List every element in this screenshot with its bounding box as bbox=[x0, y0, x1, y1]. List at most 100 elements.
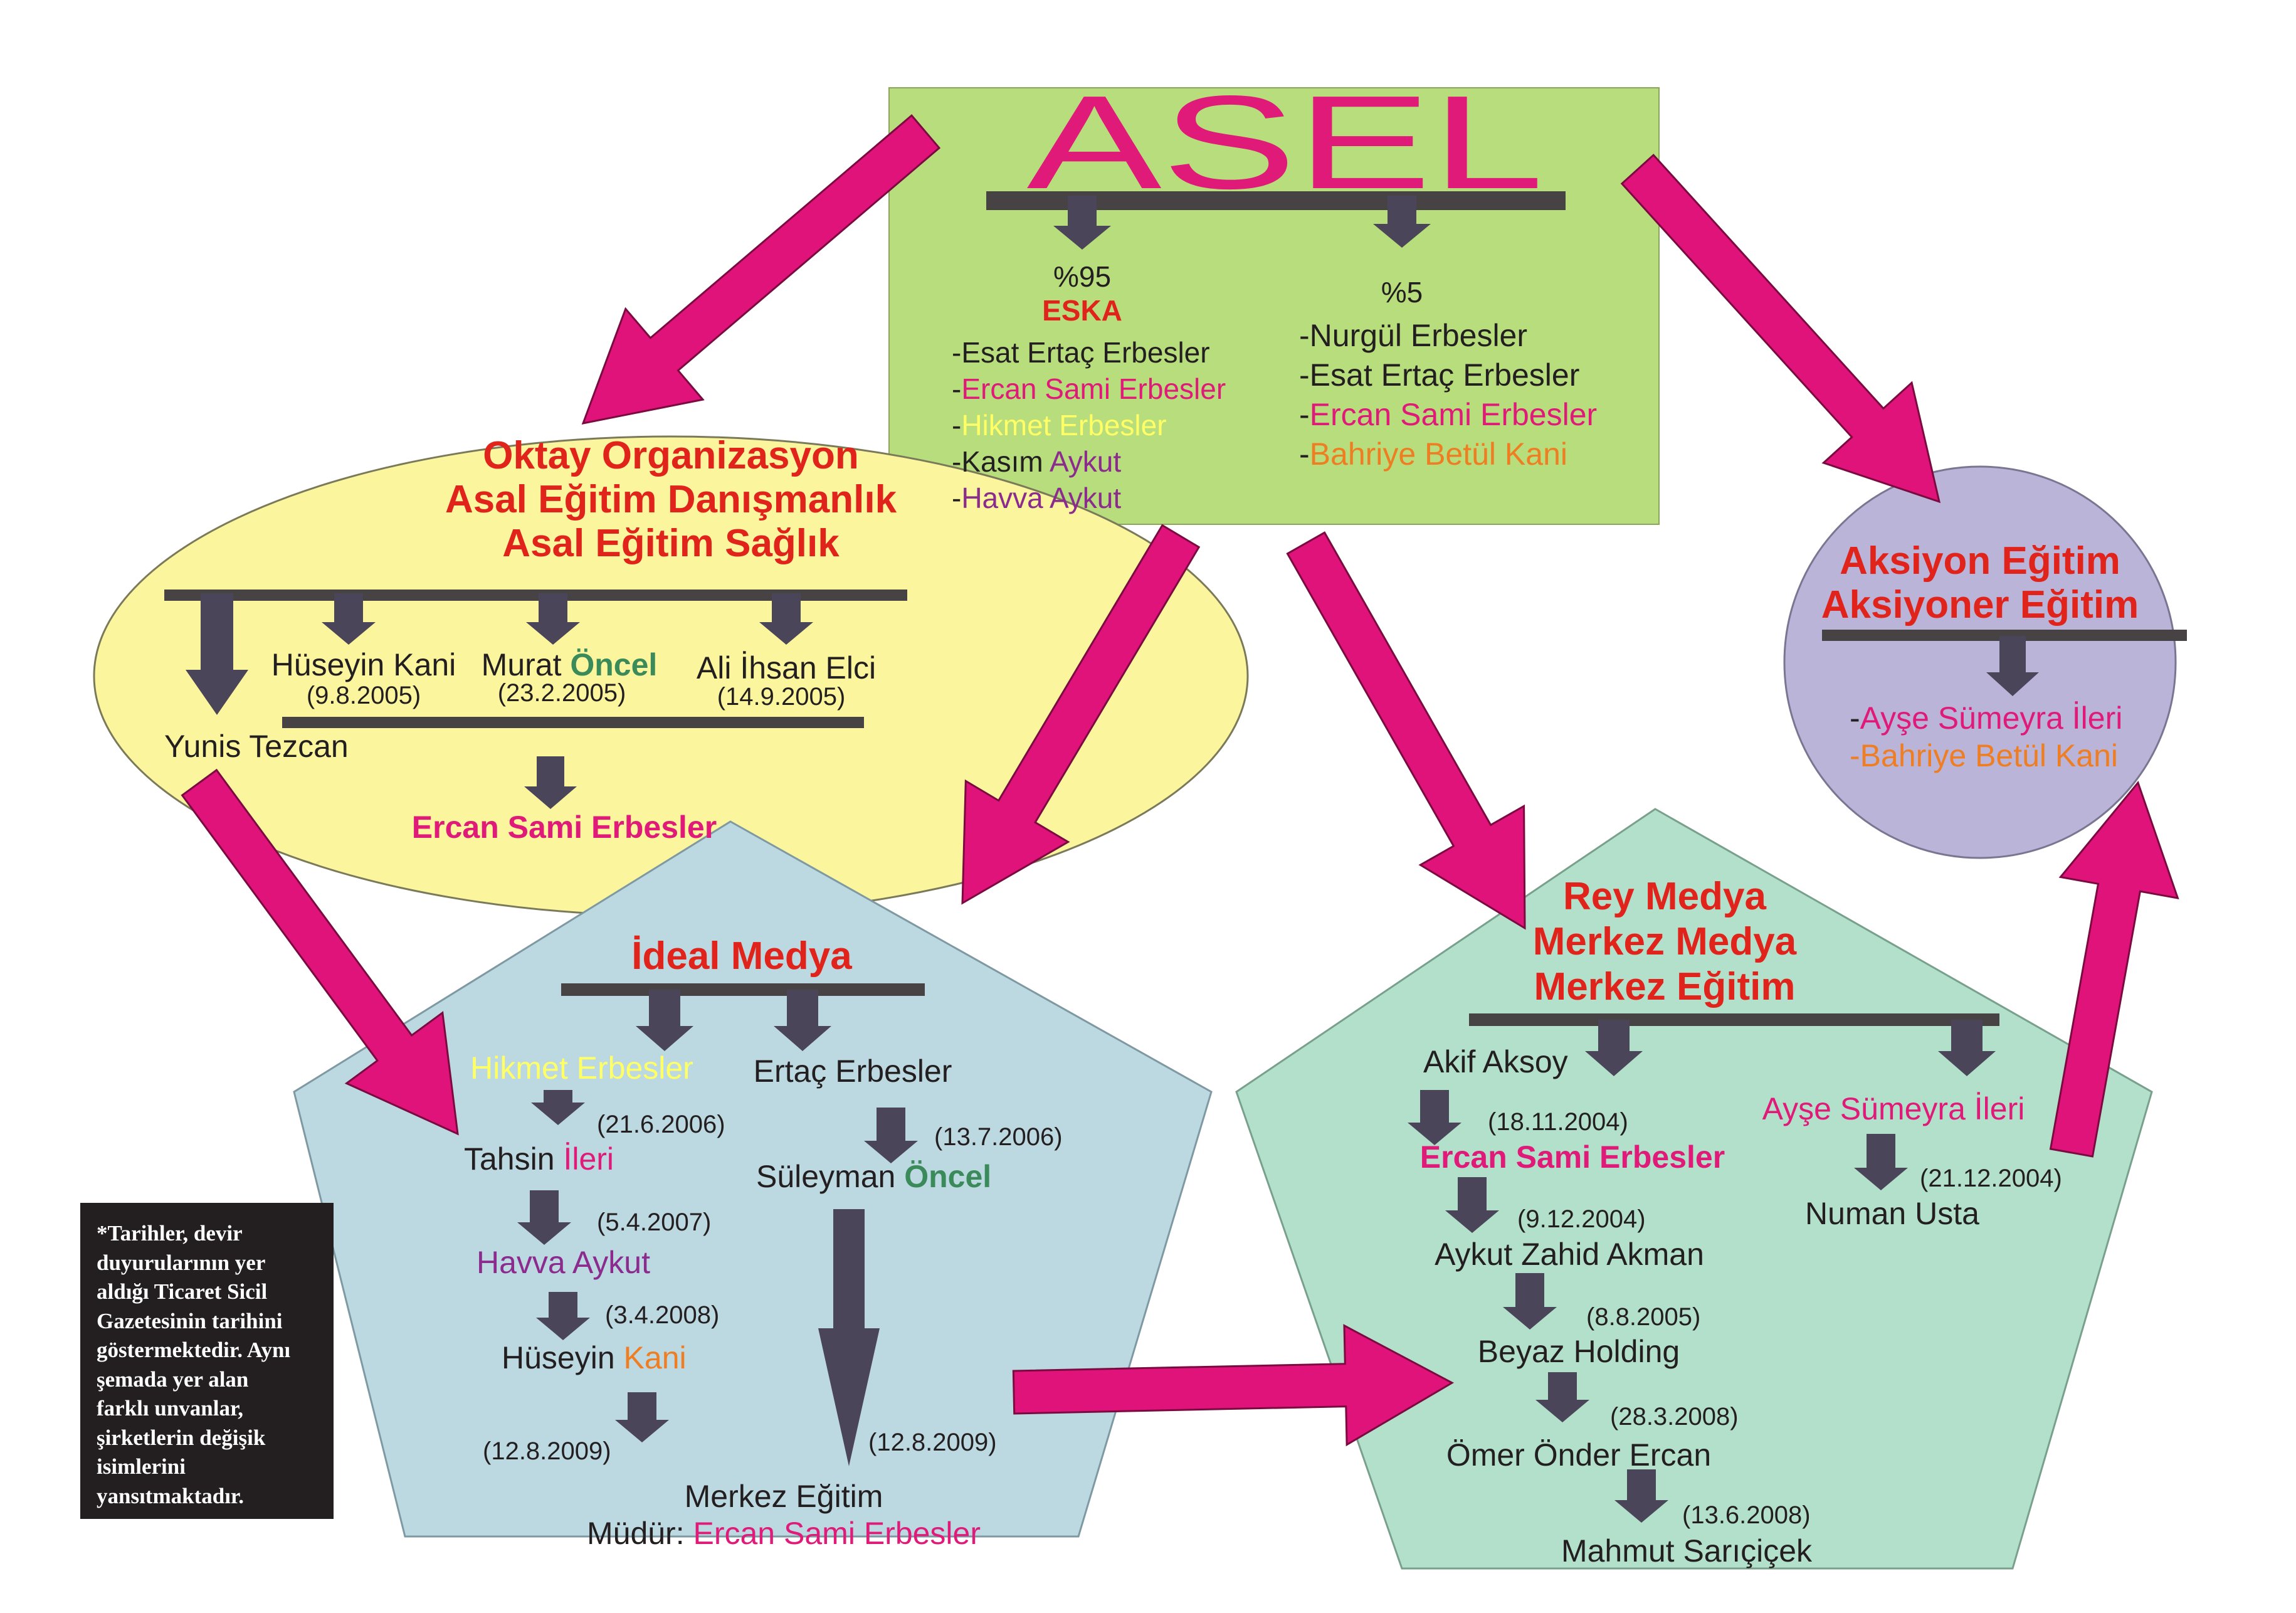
ideal-huseyin: Hüseyin Kani bbox=[502, 1340, 687, 1375]
rey-aykut: Aykut Zahid Akman bbox=[1435, 1237, 1704, 1272]
arrow-asel-to-rey bbox=[1286, 531, 1526, 930]
rey-arrow-omer-icon bbox=[1535, 1372, 1589, 1422]
asel-arrow-right-icon bbox=[1373, 196, 1431, 248]
aksiyon-bar bbox=[1822, 630, 2187, 641]
ideal-title: İdeal Medya bbox=[631, 934, 852, 978]
oktay-title-3: Asal Eğitim Sağlık bbox=[502, 522, 840, 565]
oktay-arrow-yunis-icon bbox=[186, 593, 248, 715]
asel-left-company: ESKA bbox=[1042, 294, 1122, 327]
footnote-line: yansıtmaktadır. bbox=[97, 1483, 245, 1508]
rey-date-3: (8.8.2005) bbox=[1586, 1303, 1700, 1331]
rey-omer: Ömer Önder Ercan bbox=[1446, 1437, 1711, 1473]
rey-date-4: (28.3.2008) bbox=[1610, 1403, 1739, 1431]
rey-arrow-ercan-icon bbox=[1408, 1090, 1461, 1145]
rey-title-1: Rey Medya bbox=[1563, 875, 1766, 918]
aksiyon-circle bbox=[1783, 465, 2177, 859]
asel-right-pct: %5 bbox=[1381, 276, 1423, 309]
aksiyon-owner-ayse: -Ayşe Sümeyra İleri bbox=[1850, 701, 2122, 736]
ideal-merkez: Merkez Eğitim bbox=[685, 1479, 883, 1514]
rey-date-1: (18.11.2004) bbox=[1488, 1108, 1628, 1136]
oktay-huseyin-date: (9.8.2005) bbox=[307, 682, 421, 709]
rey-arrow-ayse-icon bbox=[1938, 1020, 1996, 1076]
rey-arrow-akif-icon bbox=[1585, 1020, 1643, 1076]
oktay-arrow-murat-icon bbox=[526, 593, 580, 645]
ideal-arrow-havva-icon bbox=[517, 1190, 571, 1245]
ideal-arrow-merkez-left-icon bbox=[615, 1392, 669, 1442]
rey-numan: Numan Usta bbox=[1805, 1196, 1979, 1231]
aksiyon-owner-bahriye: -Bahriye Betül Kani bbox=[1850, 738, 2118, 773]
arrow-numan-to-aksiyon bbox=[2049, 780, 2179, 1158]
ideal-arrow-suleyman-icon bbox=[864, 1108, 918, 1163]
rey-bar bbox=[1469, 1013, 1999, 1026]
footnote-line: farklı unvanlar, bbox=[97, 1396, 244, 1420]
ideal-suleyman: Süleyman Öncel bbox=[756, 1159, 991, 1194]
rey-date-6: (21.12.2004) bbox=[1920, 1165, 2062, 1192]
asel-arrow-left-icon bbox=[1053, 196, 1111, 250]
ideal-arrow-tahsin-icon bbox=[531, 1090, 585, 1125]
footnote-line: şirketlerin değişik bbox=[97, 1425, 266, 1450]
ideal-date-3: (5.4.2007) bbox=[597, 1208, 711, 1236]
oktay-ali: Ali İhsan Elci bbox=[697, 650, 876, 685]
oktay-murat: Murat Öncel bbox=[482, 647, 658, 682]
asel-owner-hikmet: -Hikmet Erbesler bbox=[952, 409, 1167, 442]
rey-title-2: Merkez Medya bbox=[1533, 920, 1797, 963]
ideal-date-6: (12.8.2009) bbox=[868, 1429, 997, 1456]
footnote-line: göstermektedir. Aynı bbox=[97, 1338, 291, 1362]
rey-arrow-mahmut-icon bbox=[1614, 1469, 1668, 1523]
oktay-title-2: Asal Eğitim Danışmanlık bbox=[445, 478, 897, 521]
arrow-ideal-to-beyaz bbox=[1012, 1324, 1455, 1447]
rey-arrow-beyaz-icon bbox=[1503, 1273, 1557, 1330]
oktay-arrow-huseyin-icon bbox=[322, 593, 376, 645]
footnote-text: *Tarihler, devir duyurularının yer aldığ… bbox=[97, 1219, 321, 1511]
asel-owner-ercan-right: -Ercan Sami Erbesler bbox=[1299, 397, 1597, 432]
ideal-date-5: (12.8.2009) bbox=[483, 1437, 611, 1465]
rey-mahmut: Mahmut Sarıçiçek bbox=[1561, 1533, 1813, 1568]
rey-akif: Akif Aksoy bbox=[1423, 1044, 1568, 1079]
oktay-murat-date: (23.2.2005) bbox=[498, 679, 626, 707]
asel-owner-esat: -Esat Ertaç Erbesler bbox=[952, 336, 1210, 369]
oktay-bar-bottom bbox=[282, 717, 864, 728]
asel-owner-havva: -Havva Aykut bbox=[952, 482, 1121, 514]
ideal-pentagon bbox=[293, 820, 1213, 1538]
footnote-box: *Tarihler, devir duyurularının yer aldığ… bbox=[80, 1203, 334, 1519]
aksiyon-title-2: Aksiyoner Eğitim bbox=[1821, 583, 2139, 627]
oktay-yunis: Yunis Tezcan bbox=[164, 729, 349, 764]
arrow-asel-to-oktay bbox=[581, 114, 941, 425]
footnote-line: Gazetesinin tarihini bbox=[97, 1308, 283, 1333]
ideal-date-4: (3.4.2008) bbox=[605, 1301, 719, 1329]
oktay-title-1: Oktay Organizasyon bbox=[483, 434, 859, 477]
footnote-line: isimlerini bbox=[97, 1454, 186, 1479]
ideal-hikmet: Hikmet Erbesler bbox=[470, 1050, 693, 1086]
ideal-arrow-huseyin-icon bbox=[536, 1292, 590, 1340]
ideal-arrow-hikmet-icon bbox=[636, 990, 693, 1051]
ideal-mudur: Müdür: Ercan Sami Erbesler bbox=[587, 1516, 981, 1551]
ideal-date-1: (21.6.2006) bbox=[597, 1111, 725, 1138]
footnote-line: aldığı Ticaret Sicil bbox=[97, 1279, 268, 1304]
asel-owner-esat-right: -Esat Ertaç Erbesler bbox=[1299, 357, 1579, 393]
arrow-yunis-to-tahsin bbox=[181, 768, 459, 1136]
ideal-date-2: (13.7.2006) bbox=[934, 1123, 1063, 1151]
ideal-arrow-ertac-icon bbox=[774, 990, 831, 1051]
oktay-ali-date: (14.9.2005) bbox=[717, 683, 846, 711]
oktay-huseyin: Hüseyin Kani bbox=[271, 647, 456, 682]
ideal-bar bbox=[561, 983, 925, 996]
rey-ercan: Ercan Sami Erbesler bbox=[1420, 1140, 1725, 1175]
rey-arrow-numan-icon bbox=[1854, 1134, 1908, 1190]
aksiyon-arrow-icon bbox=[1986, 636, 2039, 696]
oktay-arrow-ercan-icon bbox=[524, 756, 577, 809]
ideal-ertac: Ertaç Erbesler bbox=[754, 1054, 952, 1089]
asel-owner-kasim: -Kasım Aykut bbox=[952, 445, 1121, 478]
ideal-havva: Havva Aykut bbox=[477, 1245, 650, 1280]
footnote-line: şemada yer alan bbox=[97, 1367, 249, 1392]
asel-owner-nurgul: -Nurgül Erbesler bbox=[1299, 318, 1527, 353]
footnote-line: duyurularının yer bbox=[97, 1250, 266, 1275]
oktay-result-ercan: Ercan Sami Erbesler bbox=[412, 810, 717, 845]
asel-owner-bahriye: -Bahriye Betül Kani bbox=[1299, 436, 1567, 472]
footnote-line: *Tarihler, devir bbox=[97, 1221, 243, 1245]
rey-date-2: (9.12.2004) bbox=[1517, 1205, 1646, 1233]
arrow-asel-to-ideal bbox=[961, 524, 1201, 905]
ideal-tahsin: Tahsin İleri bbox=[464, 1141, 614, 1177]
asel-owner-ercan: -Ercan Sami Erbesler bbox=[952, 373, 1226, 405]
